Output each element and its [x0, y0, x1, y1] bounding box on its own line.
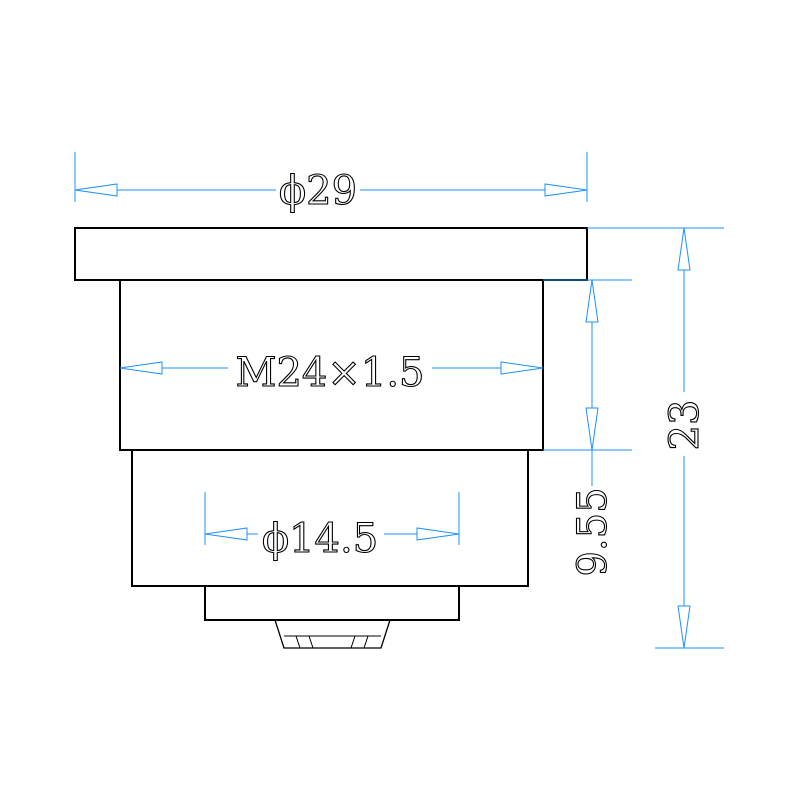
arrow-up-icon: [585, 279, 599, 323]
arrow-left-icon: [204, 527, 248, 541]
arrow-left-icon: [74, 183, 118, 197]
arrow-right-icon: [500, 361, 544, 375]
dim-inner-diameter: ϕ14.5: [204, 492, 460, 563]
dim-outer-diameter: ϕ29: [74, 152, 588, 215]
arrow-down-icon: [585, 407, 599, 451]
part-outline: [74, 227, 588, 649]
label-inner-diameter: ϕ14.5: [262, 516, 378, 562]
label-thread: M24×1.5: [236, 350, 425, 396]
dim-thread-length: 9.55: [543, 279, 632, 577]
arrow-up-icon: [677, 227, 691, 271]
arrow-right-icon: [544, 183, 588, 197]
arrow-left-icon: [119, 361, 163, 375]
flange: [74, 227, 588, 281]
arrow-down-icon: [677, 605, 691, 649]
bottom-step: [204, 585, 460, 621]
dim-thread: M24×1.5: [119, 349, 544, 397]
label-total-height: 23: [662, 400, 708, 451]
label-outer-diameter: ϕ29: [279, 168, 357, 214]
label-thread-length: 9.55: [570, 487, 616, 576]
arrow-right-icon: [416, 527, 460, 541]
dim-total-height: 23: [587, 227, 724, 649]
bottom-tip: [274, 619, 391, 649]
